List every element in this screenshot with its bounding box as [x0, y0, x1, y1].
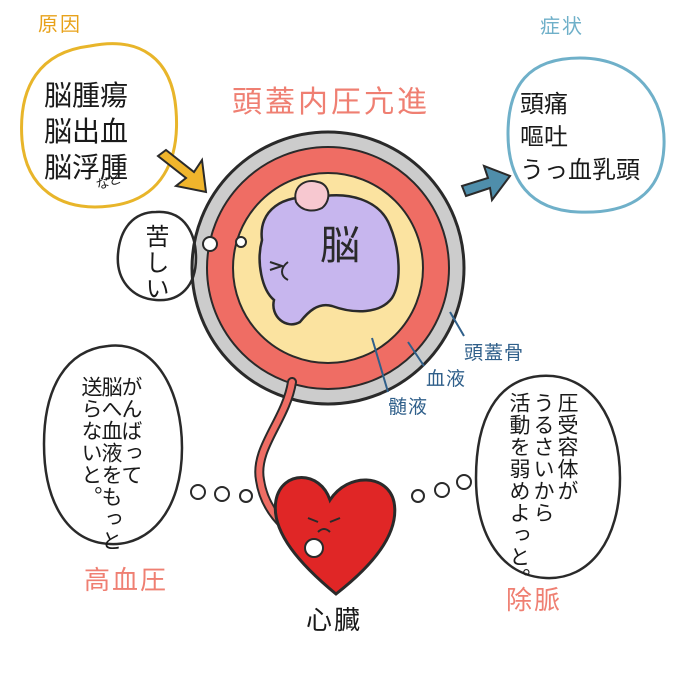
symptom-item: うっ血乳頭 — [520, 156, 640, 184]
hypertension-label: 高血圧 — [84, 566, 169, 596]
heart-speech-line: がんばって — [119, 376, 143, 486]
cause-bubble — [20, 42, 179, 209]
blood-layer-label: 血液 — [426, 368, 467, 390]
cause-arrow — [156, 148, 208, 194]
cause-item: 脳腫瘍 — [44, 79, 129, 112]
thought-dot — [235, 236, 247, 248]
heart-hand — [304, 538, 324, 558]
baroreceptor-speech-line: 活動を弱めよっと。 — [507, 392, 531, 590]
symptom-bubble — [506, 56, 666, 214]
brain-label: 脳 — [320, 223, 360, 269]
heart-label: 心臓 — [306, 606, 363, 636]
heart-face — [307, 517, 341, 533]
baroreceptor-speech-line: 圧受容体が — [555, 392, 579, 502]
baroreceptor-speech-bubble — [474, 374, 622, 580]
csf-label: 髄液 — [388, 396, 429, 418]
heart-speech-line: 脳へ血液をもっと — [99, 376, 123, 552]
diagram-title: 頭蓋内圧亢進 — [232, 85, 430, 120]
brain-face — [269, 261, 289, 281]
cause-label: 原因 — [38, 12, 82, 36]
brain-speech: 苦しい — [141, 224, 169, 302]
bradycardia-label: 除脈 — [506, 586, 563, 616]
baroreceptor-thought-dots — [411, 474, 472, 503]
brain-tumor — [294, 180, 330, 212]
symptom-list: 頭痛 嘔吐 うっ血乳頭 — [520, 88, 640, 187]
symptom-label: 症状 — [540, 14, 584, 38]
symptom-item: 頭痛 — [520, 90, 568, 118]
heart-shape — [273, 476, 397, 596]
cause-list: 脳腫瘍 脳出血 脳浮腫 — [44, 78, 128, 186]
cause-item: 脳浮腫 — [44, 151, 129, 184]
heart-speech-bubble — [42, 344, 184, 546]
baroreceptor-speech-line: うるさいから — [531, 392, 555, 524]
thought-dot — [202, 236, 218, 252]
heart-speech-line: 送らないと。 — [79, 376, 103, 508]
layer-leader-lines — [371, 311, 465, 393]
skull-label: 頭蓋骨 — [464, 342, 525, 364]
heart-thought-dots — [190, 484, 253, 503]
brain-speech-bubble — [116, 210, 198, 302]
cause-item: 脳出血 — [44, 115, 129, 148]
symptom-arrow — [460, 164, 512, 203]
symptom-item: 嘔吐 — [520, 123, 568, 151]
